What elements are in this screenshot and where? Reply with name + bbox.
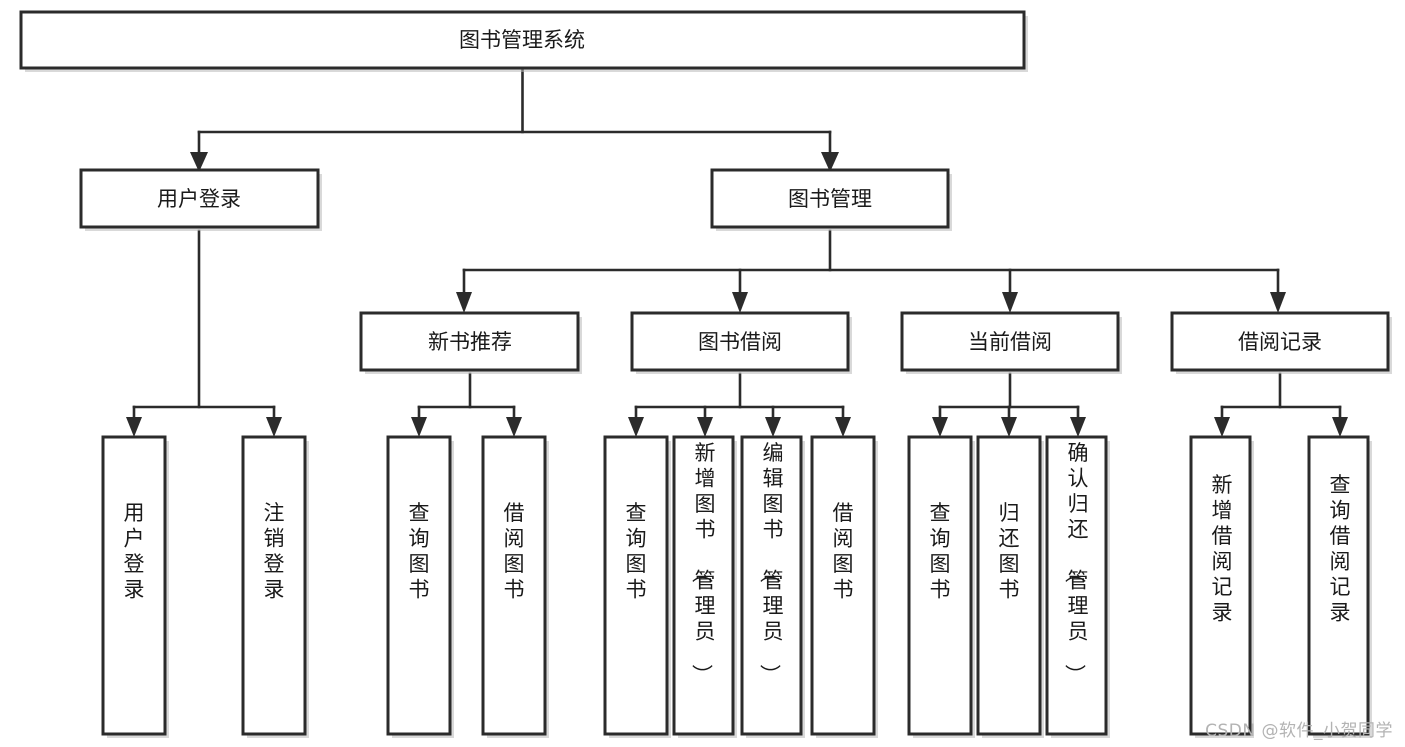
node-leaf-5-label: 查询图书 — [626, 501, 647, 602]
node-leaf-10-label: 归还图书 — [999, 501, 1020, 602]
arrowhead-leaf-1 — [126, 417, 142, 437]
arrowhead-leaf-3 — [411, 417, 427, 437]
arrowhead-newbook — [456, 292, 472, 313]
arrowhead-records — [1270, 292, 1286, 313]
node-leaf-11-box — [1045, 435, 1108, 736]
node-leaf-5[interactable]: 查询图书 — [603, 435, 671, 738]
node-newbook-label: 新书推荐 — [428, 330, 512, 354]
node-leaf-12-box — [1189, 435, 1252, 736]
arrowhead-bookmgmt — [821, 152, 839, 172]
node-leaf-12[interactable]: 新增借阅记录 — [1189, 435, 1254, 738]
connector-layer — [126, 66, 1348, 437]
arrowhead-leaf-4 — [506, 417, 522, 437]
arrowhead-leaf-7 — [765, 417, 781, 437]
node-leaf-11-label: 确认归还（管理员） — [1063, 441, 1089, 685]
node-newbook-box — [359, 311, 580, 372]
arrowhead-current — [1002, 292, 1018, 313]
node-login[interactable]: 用户登录 — [79, 168, 322, 231]
arrowhead-borrow — [732, 292, 748, 313]
node-leaf-1-box — [101, 435, 167, 736]
node-records[interactable]: 借阅记录 — [1170, 311, 1392, 374]
node-current-box — [900, 311, 1120, 372]
node-leaf-8-label: 借阅图书 — [833, 501, 854, 602]
node-leaf-9-label: 查询图书 — [930, 501, 951, 602]
node-leaf-4-box — [481, 435, 547, 736]
arrowhead-leaf-10 — [1001, 417, 1017, 437]
node-leaf-3[interactable]: 查询图书 — [386, 435, 454, 738]
node-leaf-6-box — [672, 435, 735, 736]
arrowhead-leaf-8 — [835, 417, 851, 437]
node-newbook[interactable]: 新书推荐 — [359, 311, 582, 374]
node-leaf-13-label: 查询借阅记录 — [1330, 473, 1351, 625]
node-leaf-7[interactable]: 编辑图书（管理员） — [740, 435, 805, 738]
node-root-label: 图书管理系统 — [459, 28, 585, 52]
arrowhead-leaf-6 — [697, 417, 713, 437]
node-root-box — [19, 10, 1026, 70]
node-leaf-3-box — [386, 435, 452, 736]
node-leaf-9[interactable]: 查询图书 — [907, 435, 975, 738]
arrowhead-leaf-12 — [1214, 417, 1230, 437]
node-root[interactable]: 图书管理系统 — [19, 10, 1028, 72]
node-leaf-8[interactable]: 借阅图书 — [810, 435, 878, 738]
node-borrow-label: 图书借阅 — [698, 330, 782, 354]
node-bookmgmt-label: 图书管理 — [788, 187, 872, 211]
arrowhead-leaf-2 — [266, 417, 282, 437]
arrowhead-leaf-5 — [628, 417, 644, 437]
node-leaf-11[interactable]: 确认归还（管理员） — [1045, 435, 1110, 738]
arrowhead-leaf-11 — [1070, 417, 1086, 437]
node-leaf-7-label: 编辑图书（管理员） — [758, 441, 784, 685]
arrowhead-leaf-9 — [932, 417, 948, 437]
node-leaf-12-label: 新增借阅记录 — [1212, 473, 1233, 625]
node-bookmgmt[interactable]: 图书管理 — [710, 168, 952, 231]
node-records-label: 借阅记录 — [1238, 330, 1322, 354]
node-leaf-2[interactable]: 注销登录 — [241, 435, 309, 738]
node-borrow-box — [630, 311, 850, 372]
node-leaf-13[interactable]: 查询借阅记录 — [1307, 435, 1372, 738]
node-bookmgmt-box — [710, 168, 950, 229]
node-leaf-2-label: 注销登录 — [264, 501, 285, 602]
node-leaf-3-label: 查询图书 — [409, 501, 430, 602]
node-leaf-2-box — [241, 435, 307, 736]
node-borrow[interactable]: 图书借阅 — [630, 311, 852, 374]
node-leaf-13-box — [1307, 435, 1370, 736]
node-current-label: 当前借阅 — [968, 330, 1052, 354]
node-leaf-8-box — [810, 435, 876, 736]
node-leaf-4-label: 借阅图书 — [504, 501, 525, 602]
node-leaf-6[interactable]: 新增图书（管理员） — [672, 435, 737, 738]
node-leaf-10[interactable]: 归还图书 — [976, 435, 1044, 738]
node-leaf-9-box — [907, 435, 973, 736]
node-leaf-1-label: 用户登录 — [124, 501, 145, 602]
node-records-box — [1170, 311, 1390, 372]
node-leaf-7-box — [740, 435, 803, 736]
node-leaf-4[interactable]: 借阅图书 — [481, 435, 549, 738]
node-current[interactable]: 当前借阅 — [900, 311, 1122, 374]
node-leaf-10-box — [976, 435, 1042, 736]
node-leaf-6-label: 新增图书（管理员） — [690, 441, 716, 685]
node-leaf-1[interactable]: 用户登录 — [101, 435, 169, 738]
node-login-box — [79, 168, 320, 229]
arrowhead-login — [190, 152, 208, 172]
arrowhead-leaf-13 — [1332, 417, 1348, 437]
node-leaf-5-box — [603, 435, 669, 736]
node-login-label: 用户登录 — [157, 187, 241, 211]
